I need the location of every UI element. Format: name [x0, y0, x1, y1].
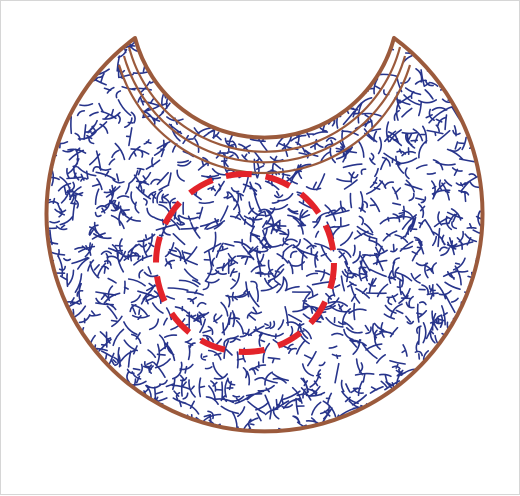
vein-texture — [29, 11, 495, 485]
vein-strokes — [29, 11, 495, 485]
inner-arc-line-3 — [119, 65, 410, 173]
